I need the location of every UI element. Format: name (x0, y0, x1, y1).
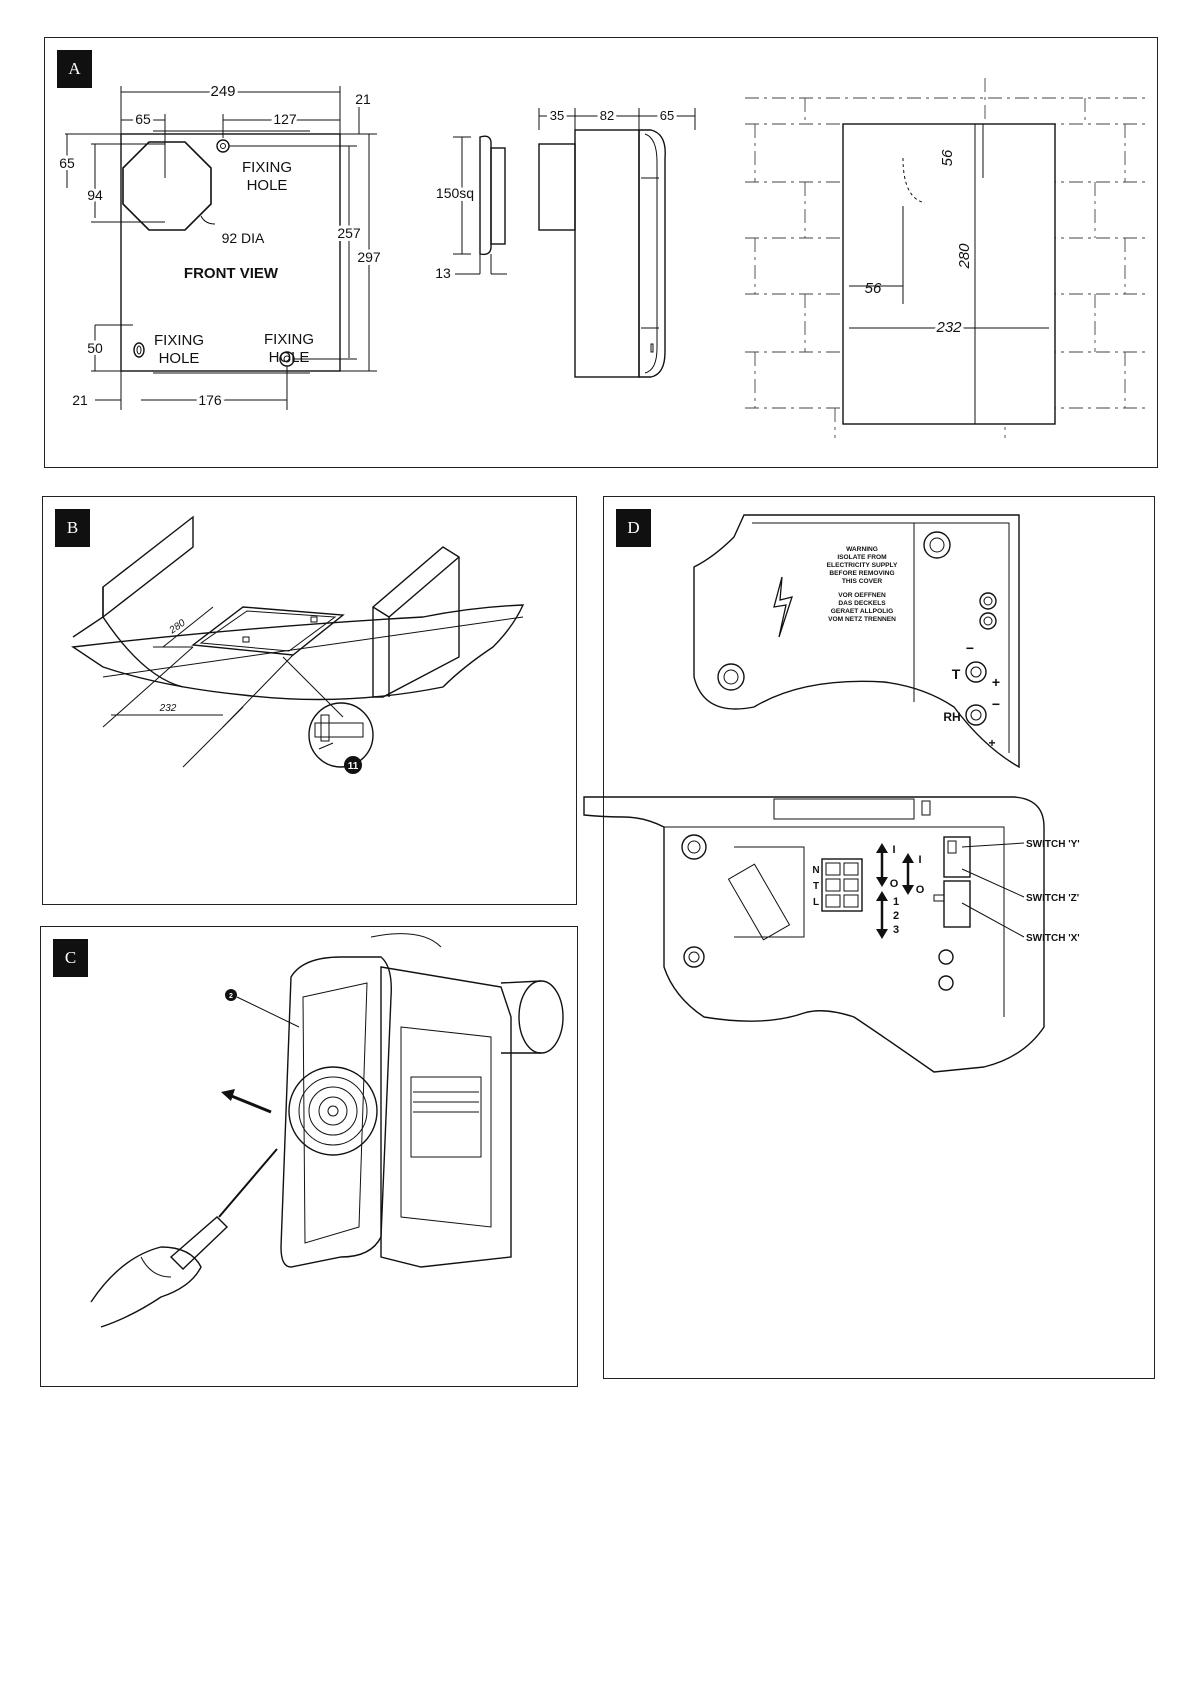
svg-text:I: I (892, 844, 895, 856)
terminal-block (821, 858, 863, 912)
front-view-body (120, 133, 341, 372)
dim-82: 82 (600, 108, 614, 123)
lightning-icon (773, 576, 793, 638)
panel-c-drawing: 2 (90, 933, 564, 1328)
svg-text:N: N (812, 865, 819, 876)
dim-150sq: 150sq (436, 185, 474, 201)
wall-dim-56-top: 56 (939, 149, 956, 166)
cover-plate (693, 514, 1020, 769)
dim-127: 127 (273, 111, 297, 127)
svg-text:BEFORE REMOVING: BEFORE REMOVING (829, 570, 894, 577)
panel-d: D WARNING ISOLATE FROM ELECTRICITY SUPPL… (583, 496, 1155, 1379)
panel-b-tag: B (55, 509, 90, 547)
panel-d-drawing: WARNING ISOLATE FROM ELECTRICITY SUPPLY … (583, 514, 1080, 1073)
svg-text:O: O (916, 884, 925, 896)
panel-b: B 280 232 11 (42, 496, 577, 905)
dim-50: 50 (87, 340, 103, 356)
svg-text:2: 2 (229, 993, 233, 1000)
panel-a-tag: A (57, 50, 92, 88)
knob-t (965, 661, 987, 683)
svg-text:THIS COVER: THIS COVER (842, 578, 883, 585)
svg-text:VOM NETZ TRENNEN: VOM NETZ TRENNEN (828, 616, 896, 623)
wall-view: 56 280 56 232 (745, 78, 1145, 438)
dim-65-top: 65 (135, 111, 151, 127)
dim-21-top: 21 (355, 91, 371, 107)
svg-text:T: T (813, 881, 819, 892)
fixing-hole-left (133, 342, 145, 358)
wall-dim-232: 232 (935, 319, 962, 336)
dim-65-left: 65 (59, 155, 75, 171)
svg-text:+: + (992, 674, 1000, 690)
svg-text:I: I (918, 854, 921, 866)
front-view-title: FRONT VIEW (184, 265, 279, 282)
svg-text:VOR OEFFNEN: VOR OEFFNEN (838, 592, 886, 599)
dim-13: 13 (435, 265, 451, 281)
detail-circle (308, 702, 374, 768)
fixing-hole-left-label-1: FIXING (154, 332, 204, 349)
internal-housing (583, 796, 1045, 1073)
svg-text:+: + (988, 736, 995, 750)
panel-a-drawing: 249 65 127 21 65 94 257 297 50 21 176 FI… (56, 78, 1145, 438)
dim-297: 297 (357, 249, 381, 265)
fixing-hole-top-label-2: HOLE (247, 177, 288, 194)
svg-text:−: − (966, 640, 974, 656)
panel-b-drawing: 280 232 11 (71, 515, 525, 774)
profile-view: 35 82 65 (538, 105, 696, 378)
panel-c: C 2 (40, 926, 578, 1387)
panel-d-tag: D (616, 509, 651, 547)
wall-dim-56-left: 56 (865, 280, 882, 297)
duct-octagon (122, 141, 212, 231)
svg-text:−: − (992, 696, 1000, 712)
cover-screw-left (717, 663, 745, 691)
fixing-hole-left-label-2: HOLE (159, 350, 200, 367)
dim-257: 257 (337, 225, 361, 241)
svg-text:L: L (813, 897, 819, 908)
svg-text:RH: RH (943, 710, 960, 724)
fixing-hole-top-label-1: FIXING (242, 159, 292, 176)
knob-rh (965, 704, 987, 726)
dim-232-b: 232 (159, 703, 177, 714)
svg-text:O: O (890, 878, 899, 890)
dim-94: 94 (87, 187, 103, 203)
svg-text:3: 3 (893, 924, 899, 936)
dim-280-b: 280 (167, 617, 188, 636)
panel-c-tag: C (53, 939, 88, 977)
switch-y-label: SWITCH 'Y' (1026, 839, 1080, 850)
svg-text:ISOLATE FROM: ISOLATE FROM (837, 554, 887, 561)
side-view: 150sq 13 (433, 135, 507, 281)
dim-21-left: 21 (72, 392, 88, 408)
svg-text:2: 2 (893, 910, 899, 922)
svg-text:ELECTRICITY SUPPLY: ELECTRICITY SUPPLY (827, 562, 898, 569)
dim-65-profile: 65 (660, 108, 674, 123)
wall-cutout (842, 123, 1056, 425)
svg-text:DAS DECKELS: DAS DECKELS (838, 600, 886, 607)
svg-text:11: 11 (348, 761, 359, 772)
panel-a: A (44, 37, 1158, 468)
fixing-hole-top (216, 139, 230, 153)
svg-text:T: T (952, 666, 961, 682)
fixing-hole-right-label-1: FIXING (264, 331, 314, 348)
svg-text:WARNING: WARNING (846, 546, 878, 553)
dia-label: 92 DIA (222, 230, 265, 246)
switch-x-label: SWITCH 'X' (1026, 933, 1080, 944)
switch-z-label: SWITCH 'Z' (1026, 893, 1079, 904)
wall-dim-280: 280 (956, 243, 973, 270)
cover-screw-top (923, 531, 951, 559)
dim-249: 249 (210, 83, 235, 100)
svg-text:GERAET ALLPOLIG: GERAET ALLPOLIG (831, 608, 893, 615)
ceiling-cutout (191, 606, 345, 656)
fan-grille (288, 1066, 378, 1156)
callout-11 (344, 756, 362, 774)
fixing-hole-right-label-2: HOLE (269, 349, 310, 366)
svg-text:1: 1 (893, 896, 899, 908)
dim-176: 176 (198, 392, 222, 408)
dim-35: 35 (550, 108, 564, 123)
callout-2 (225, 989, 237, 1001)
